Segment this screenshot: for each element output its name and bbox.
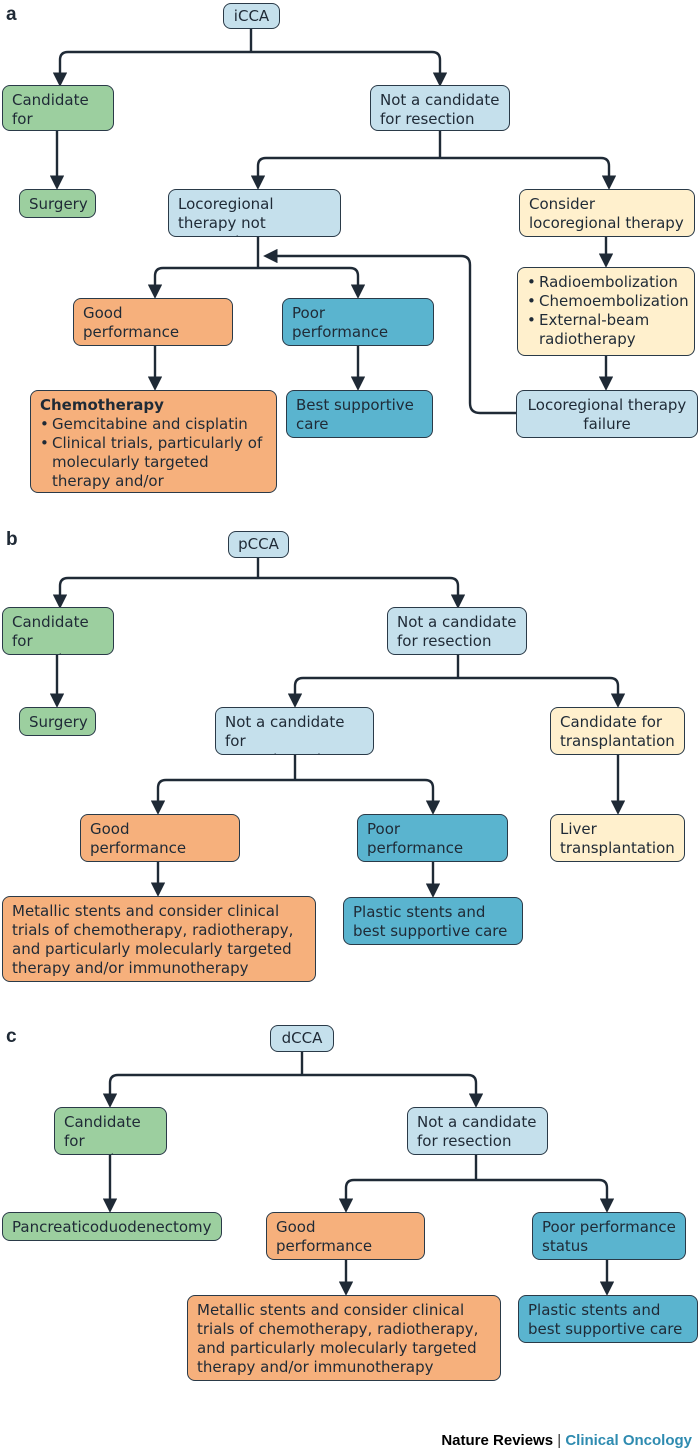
panel-label-a: a xyxy=(6,4,17,25)
node-liver-transplant: Liver transplantation xyxy=(550,814,685,862)
connector-b-resection-right xyxy=(458,676,626,708)
node-a-not-candidate-resection: Not a candidate for resection xyxy=(370,85,510,131)
panel-label-b: b xyxy=(6,529,18,550)
panel-label-c: c xyxy=(6,1026,17,1047)
node-b-surgery: Surgery xyxy=(19,707,96,736)
chemotherapy-item-gemcitabine: Gemcitabine and cisplatin xyxy=(40,415,267,434)
node-a-best-supportive-care: Best supportive care xyxy=(286,390,433,438)
node-a-candidate-resection: Candidate for resection xyxy=(2,85,114,131)
node-consider-locoregional: Consider locoregional therapy xyxy=(519,189,695,237)
node-c-good-performance: Good performance status xyxy=(266,1212,425,1260)
node-locoregional-options: Radioembolization Chemoembolization Exte… xyxy=(517,267,695,356)
connector-b-resection-left xyxy=(287,676,458,708)
node-c-poor-performance: Poor performance status xyxy=(532,1212,686,1260)
node-a-good-performance: Good performance status xyxy=(73,298,233,346)
connector-b-root-left xyxy=(52,576,258,609)
node-pancreaticoduodenectomy: Pancreaticoduodenectomy xyxy=(2,1212,222,1241)
node-chemotherapy: Chemotherapy Gemcitabine and cisplatin C… xyxy=(30,390,277,493)
journal-name: Nature Reviews xyxy=(441,1432,554,1449)
node-b-good-performance: Good performance status xyxy=(80,814,240,862)
connector-b-root-right xyxy=(258,576,466,609)
node-c-plastic-stents: Plastic stents and best supportive care xyxy=(518,1295,698,1343)
connector-b-transplant-left xyxy=(150,778,295,815)
connector-a-resection-right xyxy=(440,156,617,190)
node-icca-root: iCCA xyxy=(223,3,280,29)
node-b-poor-performance: Poor performance status xyxy=(357,814,508,862)
option-radioembolization: Radioembolization xyxy=(527,273,685,292)
journal-subtitle: Clinical Oncology xyxy=(565,1432,692,1449)
node-dcca-root: dCCA xyxy=(270,1025,334,1052)
connector-c-root-right xyxy=(302,1073,484,1108)
node-a-surgery: Surgery xyxy=(19,189,96,218)
connector-c-root-left xyxy=(102,1073,302,1108)
connector-c-resection-left xyxy=(338,1178,476,1213)
node-locoregional-failure: Locoregional therapy failure xyxy=(516,390,698,438)
node-candidate-transplant: Candidate for transplantation xyxy=(550,707,685,755)
node-locoregional-not-pursued: Locoregional therapy not pursued xyxy=(168,189,341,237)
node-pcca-root: pCCA xyxy=(228,531,289,558)
footer-separator: | xyxy=(557,1432,562,1449)
node-b-candidate-resection: Candidate for resection xyxy=(2,607,114,655)
connector-a-failure-loop xyxy=(263,248,516,415)
chemotherapy-item-clinical-trials: Clinical trials, particularly of molecul… xyxy=(40,434,267,492)
node-b-metallic-stents: Metallic stents and consider clinical tr… xyxy=(2,896,316,982)
journal-footer: Nature Reviews | Clinical Oncology xyxy=(441,1432,692,1449)
chemotherapy-title: Chemotherapy xyxy=(40,396,164,414)
option-external-beam-radiotherapy: External-beam radiotherapy xyxy=(527,311,669,349)
connector-a-root-right xyxy=(251,50,448,87)
node-a-poor-performance: Poor performance status xyxy=(282,298,434,346)
connector-a-resection-left xyxy=(250,156,440,190)
option-chemoembolization: Chemoembolization xyxy=(527,292,689,311)
node-b-plastic-stents: Plastic stents and best supportive care xyxy=(343,897,523,945)
node-not-candidate-transplant: Not a candidate for transplantation xyxy=(215,707,374,755)
connector-c-resection-right xyxy=(476,1178,615,1213)
node-c-metallic-stents: Metallic stents and consider clinical tr… xyxy=(187,1295,501,1381)
connector-a-root-left xyxy=(52,50,251,87)
connector-b-transplant-right xyxy=(295,778,441,815)
node-c-not-candidate-resection: Not a candidate for resection xyxy=(407,1107,548,1155)
connector-a-performance-left xyxy=(147,266,258,299)
node-b-not-candidate-resection: Not a candidate for resection xyxy=(387,607,527,655)
connector-a-performance-right xyxy=(258,266,366,299)
node-c-candidate-resection: Candidate for resection xyxy=(54,1107,167,1155)
